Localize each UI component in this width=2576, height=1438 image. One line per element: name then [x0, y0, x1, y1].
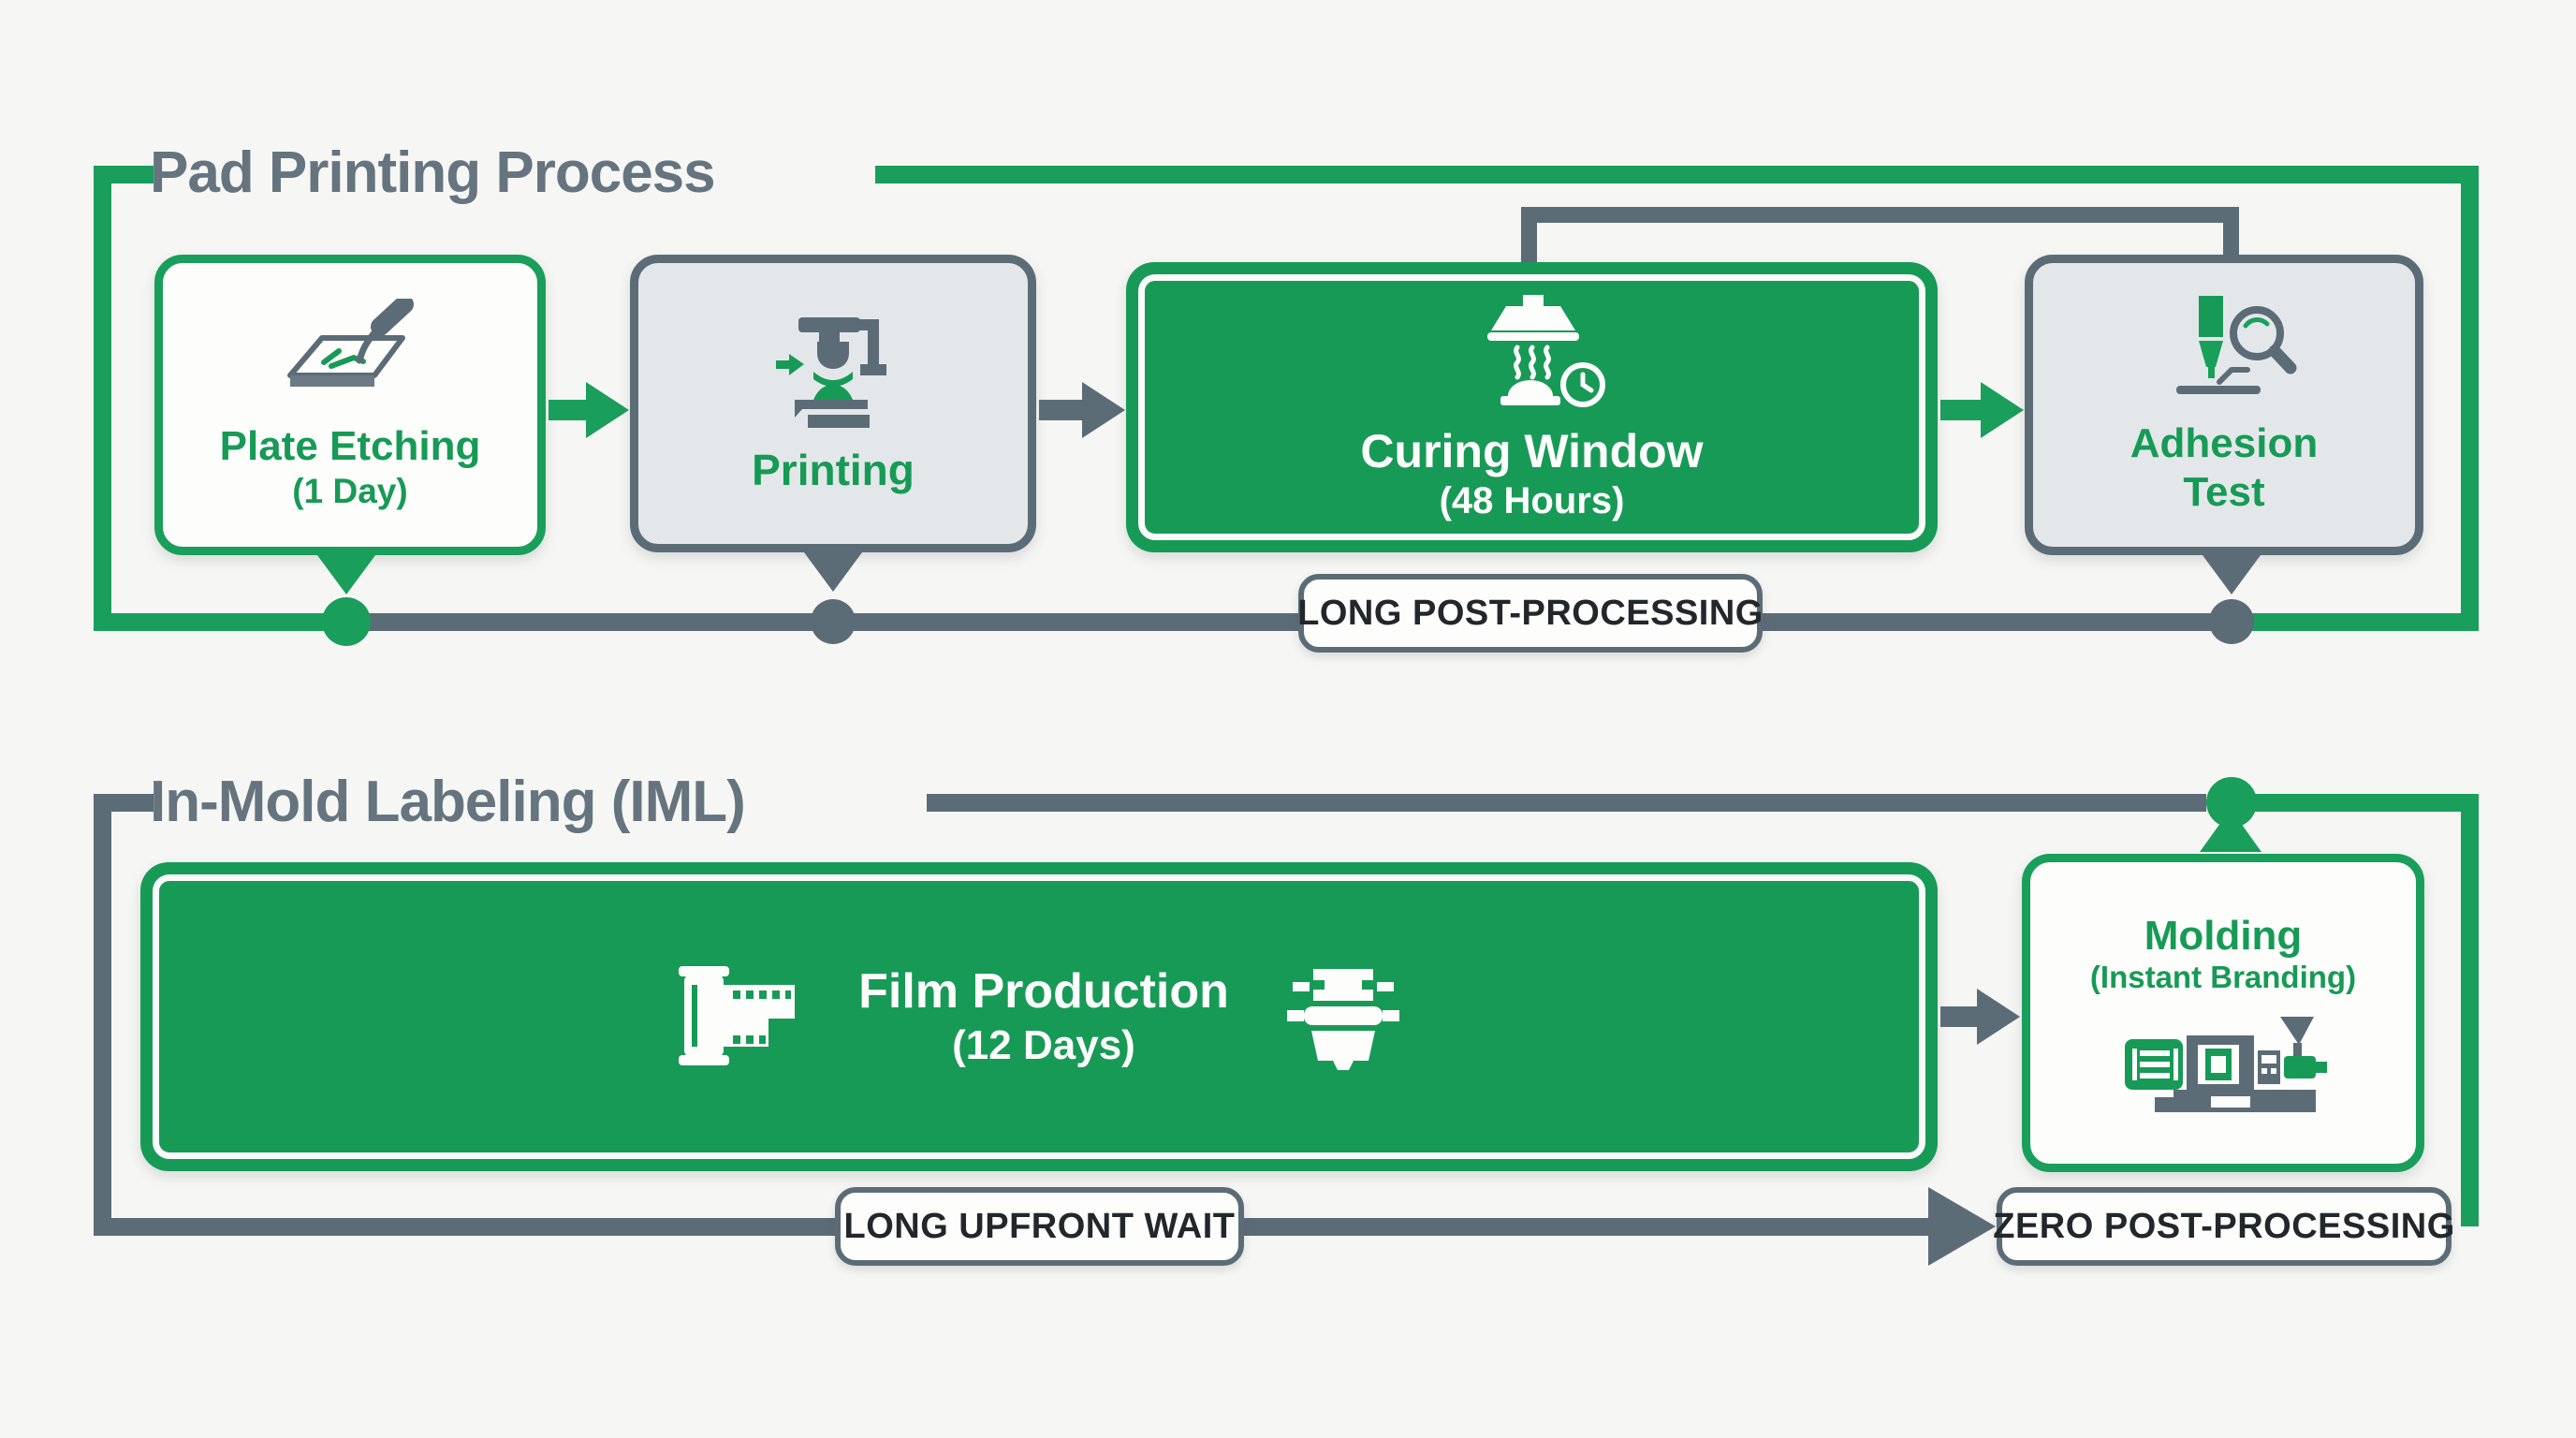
heat-lamp-clock-icon [1487, 294, 1605, 407]
step-box-film-production: Film Production (12 Days) [140, 862, 1938, 1171]
arrow-printing-to-curing [1039, 400, 1084, 420]
molding-tail-up [2200, 809, 2261, 852]
iml-bottom-arrow-head [1928, 1187, 1996, 1266]
long-post-processing-badge: LONG POST-PROCESSING [1297, 574, 1763, 653]
step-box-printing: Printing [630, 255, 1036, 552]
loop-line-curing-stub [1521, 221, 1537, 266]
step-box-molding: Molding (Instant Branding) [2022, 854, 2424, 1172]
step-label: Curing Window [1360, 424, 1704, 477]
arrow-curing-to-adhesion [1940, 400, 1982, 420]
timeline-dot-adhesion [2209, 599, 2254, 644]
pad-timeline [363, 613, 2216, 631]
step-sublabel: (1 Day) [292, 471, 408, 510]
iml-frame-left-line [94, 794, 111, 1236]
plate-etching-tail [315, 551, 378, 594]
arrow-curing-to-adhesion-head [1981, 382, 2024, 438]
laminator-press-icon [1286, 969, 1399, 1070]
step-label-line2: Test [2183, 468, 2265, 515]
printing-tail [801, 549, 865, 592]
film-production-text: Film Production (12 Days) [858, 963, 1229, 1069]
step-sublabel: (Instant Branding) [2089, 960, 2357, 995]
step-label: Adhesion [2130, 419, 2319, 466]
pad-frame-left-line [94, 166, 111, 631]
loop-line-top [1521, 207, 2239, 223]
arrow-plate-to-printing-head [586, 382, 629, 438]
step-label: Film Production [858, 964, 1229, 1020]
pad-frame-right-line [2461, 166, 2479, 631]
loop-line-adhesion-stub [2223, 221, 2239, 258]
adhesion-test-magnifier-icon [2176, 295, 2297, 394]
timeline-dot-plate-etching [322, 597, 371, 646]
step-box-curing-window: Curing Window (48 Hours) [1126, 262, 1938, 552]
iml-section-title: In-Mold Labeling (IML) [150, 770, 746, 834]
step-box-adhesion-test: Adhesion Test [2025, 255, 2423, 555]
arrow-film-to-molding-head [1977, 989, 2020, 1045]
pad-frame-bottom-left-line [94, 613, 329, 631]
etching-tool-icon [287, 298, 414, 387]
timeline-dot-printing [811, 599, 856, 644]
iml-frame-green-top-line [2255, 794, 2479, 812]
arrow-printing-to-curing-head [1082, 382, 1125, 438]
pad-section-title: Pad Printing Process [150, 140, 716, 205]
step-label: Printing [752, 445, 915, 494]
pad-frame-top-line [875, 166, 2479, 183]
iml-frame-top-line [927, 794, 2206, 812]
zero-post-processing-badge: ZERO POST-PROCESSING [1993, 1187, 2454, 1266]
step-label: Plate Etching [219, 422, 481, 469]
film-roll-icon [679, 966, 796, 1065]
injection-molding-machine-icon [2124, 1017, 2327, 1113]
pad-press-icon [776, 316, 886, 428]
step-label: Molding [2144, 912, 2303, 959]
arrow-film-to-molding [1940, 1006, 1980, 1027]
step-sublabel: (48 Hours) [1439, 479, 1625, 521]
step-sublabel: (12 Days) [952, 1021, 1135, 1068]
pad-frame-bottom-right-line [2249, 613, 2479, 631]
step-box-plate-etching: Plate Etching (1 Day) [154, 255, 546, 555]
film-production-content: Film Production (12 Days) [669, 961, 1409, 1073]
long-upfront-wait-badge: LONG UPFRONT WAIT [835, 1187, 1244, 1266]
arrow-plate-to-printing [549, 400, 590, 420]
iml-frame-green-right-line [2461, 794, 2479, 1226]
adhesion-tail [2200, 551, 2263, 594]
